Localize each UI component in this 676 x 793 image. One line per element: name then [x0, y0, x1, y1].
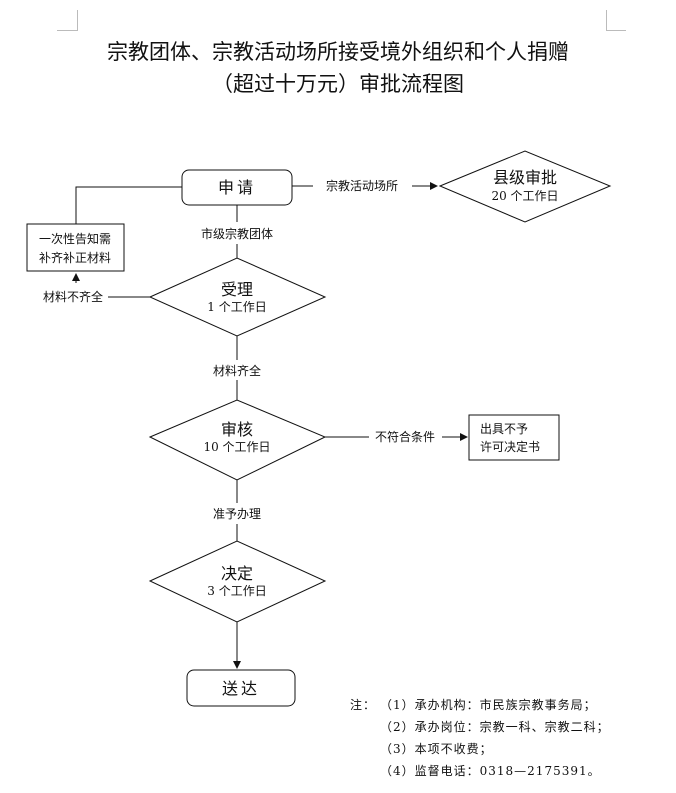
edge-label-complete: 材料齐全 — [213, 363, 261, 378]
note-item-4: （4）监督电话：0318—2175391。 — [380, 764, 601, 778]
node-notify-box — [26, 223, 125, 272]
node-deliver-box — [186, 669, 296, 707]
edge-label-city-group: 市级宗教团体 — [201, 226, 273, 241]
note-item-1: （1）承办机构：市民族宗教事务局； — [380, 698, 597, 712]
node-decide-time: 3 个工作日 — [207, 584, 266, 598]
edge-notify-to-apply — [75, 186, 182, 224]
node-accept-label: 受理 — [221, 280, 253, 299]
edge-label-incomplete: 材料不齐全 — [43, 289, 103, 304]
node-review-time: 10 个工作日 — [203, 440, 270, 454]
node-review-label: 审核 — [221, 420, 253, 439]
node-decide-diamond — [148, 540, 327, 623]
edge-label-not-meet: 不符合条件 — [375, 429, 435, 444]
node-refuse-box — [468, 414, 560, 461]
corner-mark-top-right-v — [606, 10, 607, 31]
node-county-time: 20 个工作日 — [491, 189, 558, 203]
node-notify-line-2: 补齐补正材料 — [39, 250, 111, 265]
node-accept-time: 1 个工作日 — [207, 300, 266, 314]
edge-label-approve: 准予办理 — [213, 506, 261, 521]
node-notify-line-1: 一次性告知需 — [39, 232, 111, 246]
notes-label: 注： — [350, 698, 377, 712]
node-apply-label: 申请 — [218, 178, 256, 197]
node-accept-diamond — [148, 257, 327, 337]
edge-label-to-county: 宗教活动场所 — [326, 178, 398, 193]
corner-mark-top-right-h — [606, 30, 626, 31]
node-county-diamond — [438, 150, 612, 223]
page-title-line-2: （超过十万元）审批流程图 — [212, 72, 464, 96]
node-county-label: 县级审批 — [493, 168, 557, 187]
node-deliver-label: 送达 — [222, 679, 260, 698]
corner-mark-top-left-h — [57, 30, 77, 31]
node-refuse-line-2: 许可决定书 — [480, 439, 540, 454]
corner-mark-top-left-v — [77, 10, 78, 31]
note-item-3: （3）本项不收费； — [380, 742, 493, 756]
node-review-diamond — [148, 399, 327, 481]
node-decide-label: 决定 — [221, 564, 253, 583]
node-apply-box — [181, 169, 293, 206]
node-refuse-line-1: 出具不予 — [480, 422, 528, 436]
note-item-2: （2）承办岗位：宗教一科、宗教二科； — [380, 720, 610, 734]
page-title-line-1: 宗教团体、宗教活动场所接受境外组织和个人捐赠 — [107, 40, 569, 64]
